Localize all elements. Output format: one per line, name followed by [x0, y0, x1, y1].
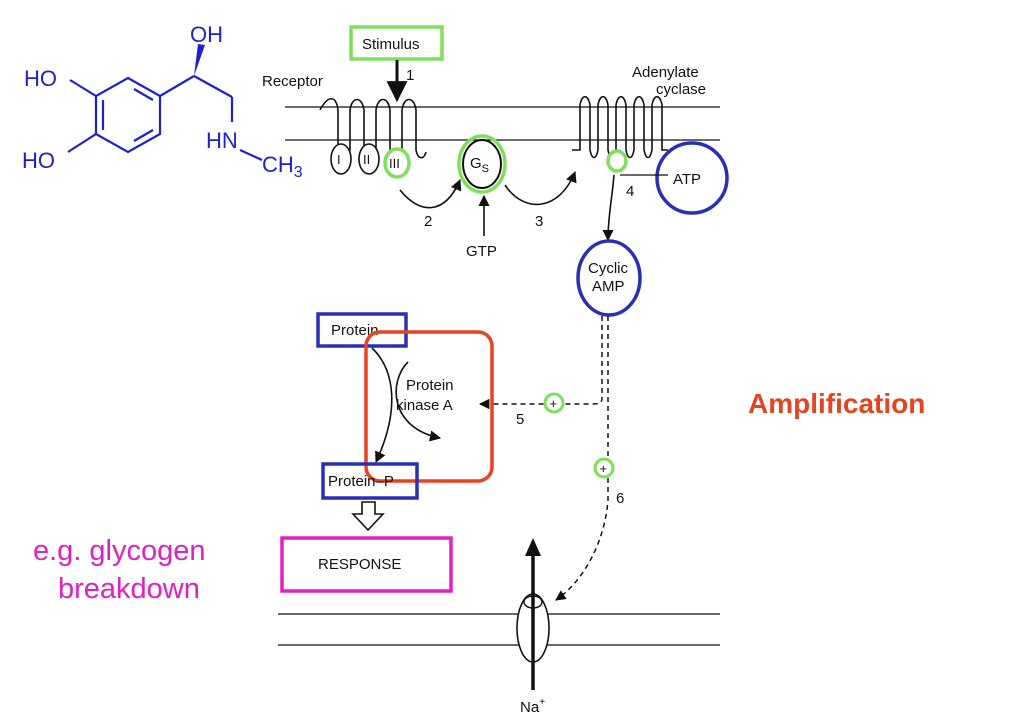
stimulus-box — [349, 25, 444, 61]
gtp-label: GTP — [466, 243, 497, 260]
methyl-label: CH3 — [262, 152, 303, 181]
domain-2-label: II — [363, 152, 370, 167]
sodium-channel — [516, 538, 550, 690]
ho-upper-label: HO — [24, 66, 57, 91]
domain-3-label: III — [389, 156, 400, 171]
receptor-label: Receptor — [262, 73, 323, 90]
activation-plus-6 — [593, 457, 615, 479]
methyl-subscript: 3 — [294, 164, 303, 181]
example-line-2: breakdown — [58, 573, 200, 605]
amp-label: AMP — [592, 278, 625, 295]
arrow-step-2 — [399, 178, 462, 209]
domain-1-label: I — [337, 152, 341, 167]
response-label: RESPONSE — [318, 556, 401, 573]
bottom-membrane — [278, 613, 720, 646]
cyclic-amp-circle — [576, 239, 642, 317]
dashed-path-step-6 — [555, 316, 609, 601]
activation-plus-5 — [543, 392, 565, 414]
adenylate-cyclase-loops — [572, 95, 668, 159]
sodium-charge: + — [539, 697, 545, 708]
arrow-to-camp — [602, 174, 615, 242]
protein-label: Protein — [331, 322, 379, 339]
atp-circle — [655, 141, 729, 215]
protein-p-label: Protein–P — [328, 473, 394, 490]
adenylate-label: Adenylate — [632, 64, 699, 81]
adrenaline-structure: OH HO HO HN CH3 — [22, 22, 303, 181]
gs-highlight — [457, 134, 507, 194]
wedge-bond — [194, 44, 205, 76]
ho-lower-label: HO — [22, 148, 55, 173]
step-2-label: 2 — [424, 213, 432, 230]
gs-label: GS — [470, 155, 489, 175]
protein-p-box — [321, 462, 419, 500]
stimulus-label: Stimulus — [362, 36, 420, 53]
sodium-symbol: Na — [520, 699, 540, 714]
plus-5-label: + — [550, 396, 558, 411]
methyl-ch: CH — [262, 152, 294, 177]
sodium-arrowhead — [525, 538, 541, 556]
plus-6-label: + — [600, 461, 608, 476]
response-box — [280, 536, 453, 593]
sodium-label: Na+ — [520, 697, 545, 714]
cyclase-active-site — [606, 149, 628, 173]
gs-protein — [462, 139, 502, 189]
cyclic-label: Cyclic — [588, 260, 628, 277]
pka-label-line2: kinase A — [396, 397, 453, 414]
step-3-label: 3 — [535, 213, 543, 230]
example-line-1: e.g. glycogen — [33, 535, 206, 567]
pka-label-line1: Protein — [406, 377, 454, 394]
amplification-label: Amplification — [748, 388, 925, 419]
gs-subscript: S — [482, 163, 489, 175]
atp-label: ATP — [673, 171, 701, 188]
step-6-label: 6 — [616, 490, 624, 507]
response-open-arrow — [351, 501, 385, 532]
top-membrane — [285, 106, 720, 141]
protein-box — [316, 312, 408, 348]
step-1-label: 1 — [406, 67, 414, 84]
arrow-step-3 — [504, 170, 577, 206]
receptor-domains — [330, 143, 411, 179]
pka-curve-cycle — [395, 361, 442, 442]
gs-letter: G — [470, 155, 482, 172]
pka-curve-down — [371, 347, 393, 464]
nh-label: HN — [206, 128, 238, 153]
side-chain-bonds — [67, 75, 263, 162]
cyclase-label: cyclase — [656, 81, 706, 98]
benzene-ring — [94, 76, 162, 154]
oh-top-label: OH — [190, 22, 223, 47]
protein-kinase-a-box — [364, 330, 494, 483]
dashed-path-step-5 — [478, 316, 603, 410]
step-4-label: 4 — [626, 183, 634, 200]
step-5-label: 5 — [516, 411, 524, 428]
